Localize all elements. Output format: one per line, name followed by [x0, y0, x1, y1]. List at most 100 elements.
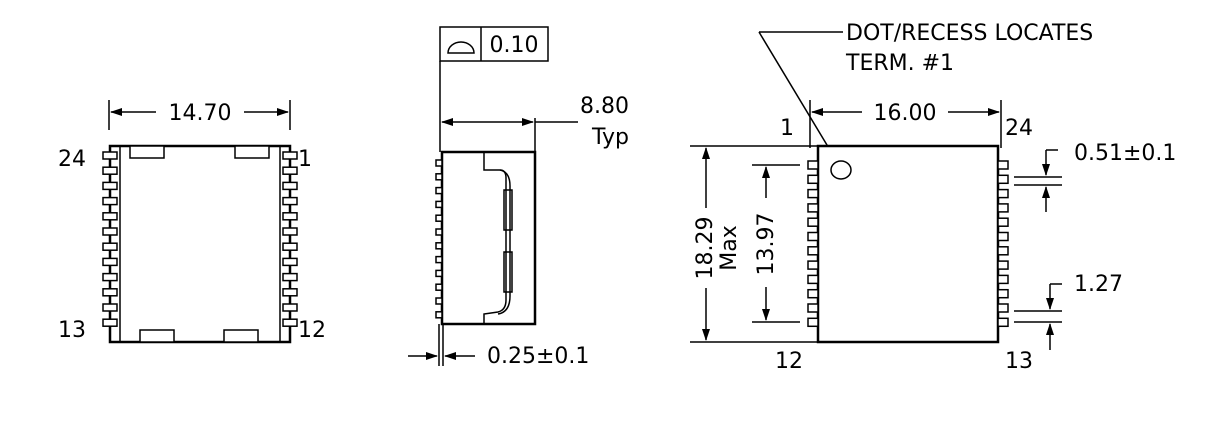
top-pin-13-label: 13: [58, 318, 86, 343]
bottom-pin-13-label: 13: [1005, 349, 1033, 374]
bottom-view-pad: [997, 288, 1009, 299]
top-package-inner-outline: [119, 145, 281, 343]
bottom-view-pad: [807, 160, 819, 170]
side-view: 0.10 8.80 Typ 0.25±0.1: [408, 26, 629, 369]
top-tab: [129, 145, 165, 159]
flatness-frame: [439, 26, 549, 62]
top-view-lead: [282, 257, 298, 267]
bottom-view-pad: [807, 317, 819, 328]
side-view-lead: [435, 173, 443, 181]
top-view-lead: [102, 242, 118, 251]
top-view-lead: [282, 318, 298, 327]
bottom-view-pad: [807, 260, 819, 270]
bottom-pin-24-label: 24: [1005, 116, 1033, 141]
top-view-lead: [282, 181, 298, 191]
pad-width-dimension: 0.51±0.1: [1074, 141, 1176, 166]
top-view-lead: [282, 212, 298, 221]
pitch-dimension: 1.27: [1074, 272, 1123, 297]
bottom-view-pad: [997, 260, 1009, 270]
side-view-lead: [435, 159, 443, 167]
side-view-lead: [435, 269, 443, 278]
side-view-lead: [435, 255, 443, 264]
bottom-view-pad: [997, 160, 1009, 170]
top-view-lead: [102, 288, 118, 297]
side-package-contour-inner: [497, 169, 511, 315]
top-view-lead: [102, 257, 118, 267]
bottom-package-body: [816, 144, 1000, 344]
side-view-lead: [435, 200, 443, 209]
bottom-view-pad: [997, 203, 1009, 213]
side-view-lead: [435, 228, 443, 236]
side-view-lead: [435, 297, 443, 305]
top-view-lead: [102, 272, 118, 282]
pin1-dot-marker: [830, 160, 852, 180]
flatness-symbol-icon: [447, 41, 475, 54]
bottom-tab: [139, 329, 175, 343]
bottom-view-pad: [807, 288, 819, 299]
height-dimension: 8.80: [580, 94, 629, 119]
top-view-lead: [282, 272, 298, 282]
pin-span-dimension: 13.97: [754, 213, 779, 276]
length-dimension: 18.29: [693, 217, 718, 280]
top-view-lead: [102, 196, 118, 206]
side-view-lead: [435, 214, 443, 222]
bottom-view-pad: [997, 231, 1009, 242]
bottom-view-pad: [807, 188, 819, 199]
top-width-dimension: 14.70: [169, 101, 232, 126]
top-pin-24-label: 24: [58, 147, 86, 172]
top-view-lead: [102, 212, 118, 221]
top-view-lead: [102, 227, 118, 236]
side-view-lead: [435, 242, 443, 250]
side-view-lead: [435, 283, 443, 291]
bottom-view-pad: [807, 203, 819, 213]
bottom-pin-1-label: 1: [780, 116, 794, 141]
top-package-body: [108, 144, 292, 344]
flatness-value: 0.10: [490, 33, 539, 58]
bottom-width-dimension: 16.00: [874, 101, 937, 126]
top-view-lead: [102, 151, 118, 160]
top-view: 14.70 24 1 13 12: [58, 100, 326, 344]
top-view-lead: [282, 166, 298, 175]
top-view-lead: [282, 227, 298, 236]
pin1-note-line2: TERM. #1: [845, 51, 954, 76]
note-leader-arrow: [758, 31, 837, 161]
side-package-body: [440, 150, 537, 326]
top-view-lead: [102, 303, 118, 312]
side-view-lead: [435, 311, 443, 319]
bottom-view-pad: [997, 303, 1009, 313]
top-pin-1-label: 1: [298, 147, 312, 172]
bottom-view-pad: [807, 217, 819, 227]
top-view-lead: [102, 181, 118, 191]
bottom-view-pad: [997, 317, 1009, 328]
bottom-view-pad: [997, 246, 1009, 256]
top-view-right-pins: [282, 151, 298, 327]
bottom-view-pad: [807, 231, 819, 242]
top-view-lead: [282, 288, 298, 297]
bottom-pin-12-label: 12: [775, 349, 803, 374]
top-view-lead: [102, 166, 118, 175]
bottom-view-pad: [807, 174, 819, 185]
bottom-view-pad: [997, 174, 1009, 185]
bottom-view-pad: [807, 246, 819, 256]
pin1-note-line1: DOT/RECESS LOCATES: [846, 21, 1093, 46]
top-view-lead: [282, 303, 298, 312]
bottom-view-pad: [997, 217, 1009, 227]
side-connector-detail: [503, 189, 513, 293]
top-view-lead: [282, 242, 298, 251]
bottom-view-pad: [807, 274, 819, 285]
bottom-view-left-pins: [807, 160, 819, 328]
bottom-view-pad: [997, 188, 1009, 199]
length-dimension-note: Max: [717, 225, 742, 270]
top-view-lead: [282, 151, 298, 160]
bottom-tab: [223, 329, 259, 343]
bottom-view: DOT/RECESS LOCATES TERM. #1 16.00 1 24 1…: [690, 21, 1176, 374]
top-view-left-pins: [102, 151, 118, 327]
bottom-view-pad: [997, 274, 1009, 285]
top-tab: [234, 145, 270, 159]
bottom-view-right-pins: [997, 160, 1009, 328]
side-view-lead: [435, 186, 443, 195]
standoff-dimension: 0.25±0.1: [487, 344, 589, 369]
height-dimension-note: Typ: [591, 125, 629, 150]
top-pin-12-label: 12: [298, 318, 326, 343]
